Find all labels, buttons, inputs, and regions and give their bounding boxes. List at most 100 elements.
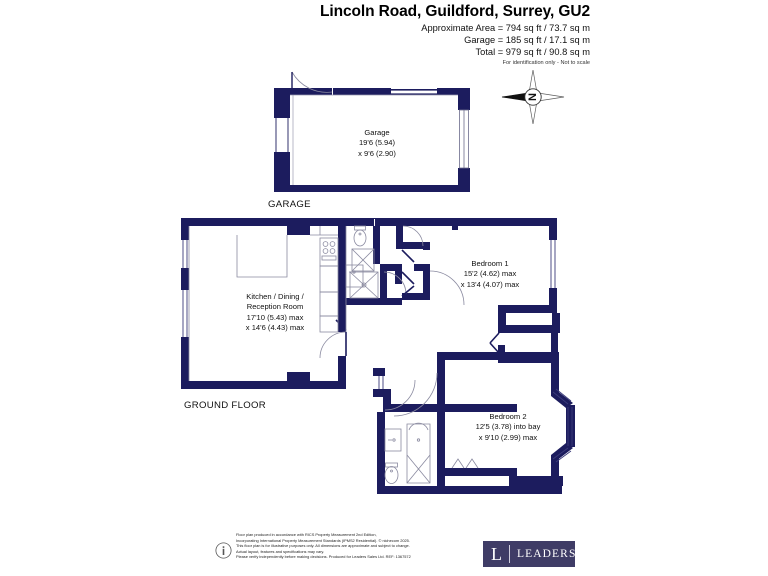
info-icon [215, 542, 232, 559]
bathroom-fittings [384, 422, 431, 484]
shower-tray-3 [349, 271, 379, 299]
gf-wall-hall-a [414, 264, 430, 271]
compass-north-letter: N [527, 93, 539, 101]
door-wc [383, 271, 407, 295]
room-label-kitchen-dining-reception: Kitchen / Dining / Reception Room 17'10 … [216, 292, 334, 334]
gf-wall-core-vert [380, 264, 387, 305]
window-group [182, 240, 573, 463]
gf-wall-b2-stub-v [383, 389, 391, 405]
room-label-garage: Garage 19'6 (5.94) x 9'6 (2.90) [330, 128, 424, 159]
room-label-bedroom-2: Bedroom 2 12'5 (3.78) into bay x 9'10 (2… [440, 412, 576, 443]
gf-wall-b2-right-upper [551, 352, 559, 396]
door-bathroom-2 [384, 379, 416, 411]
gf-wall-hall-c [402, 293, 430, 300]
gf-wall-hall-right [551, 333, 558, 363]
gf-wall-b2-top-a [445, 404, 517, 412]
footer-line-1: Floor plan produced in accordance with R… [236, 532, 377, 537]
door-leaf-hall1 [489, 332, 500, 344]
kdr-room-name-line2: Reception Room [246, 302, 304, 312]
bedroom1-dim-1: 15'2 (4.62) max [463, 269, 517, 279]
bedroom2-room-name: Bedroom 2 [489, 412, 527, 421]
gf-wall-bath-top [383, 404, 445, 412]
door-bed2 [393, 372, 438, 417]
gf-wall-top-mid [310, 218, 374, 226]
gf-wall-left-2 [181, 268, 189, 290]
leaders-logo-mark: L [491, 545, 510, 563]
garage-dim-2: x 9'6 (2.90) [358, 148, 396, 158]
bedroom1-room-name: Bedroom 1 [471, 259, 509, 268]
bath-toilet-pan [384, 466, 399, 484]
gf-wall-b1-right-step [552, 313, 560, 333]
kitchen-fittings [236, 226, 339, 333]
gf-wall-b1-step-top [498, 305, 557, 313]
gf-wall-b2-left [437, 352, 445, 410]
garage-area-text: Garage = 185 sq ft / 17.1 sq m [464, 35, 590, 45]
toilet-cistern [354, 225, 366, 231]
garage-wall-top-mid [333, 88, 391, 95]
ground-floor-section-caption: GROUND FLOOR [184, 400, 266, 411]
footer-line-2: Incorporating International Property Mea… [236, 537, 410, 543]
door-wc-top [402, 225, 424, 247]
gf-wall-top-left [181, 218, 287, 226]
gf-wall-b2-top-b [492, 352, 558, 360]
garage-wall-bottom [274, 185, 470, 192]
gf-wall-b1-step-left [498, 305, 506, 331]
bedroom2-feature [451, 458, 479, 469]
gf-wall-hall-b [423, 264, 430, 300]
gf-wall-bottom-left [181, 381, 287, 389]
bath-tub [406, 423, 431, 484]
gf-wall-right-b1-lower [549, 288, 557, 310]
garage-wall-top-right [437, 88, 470, 95]
leaders-logo: L LEADERS [483, 541, 575, 567]
kdr-dim-1: 17'10 (5.43) max [246, 312, 304, 322]
approximate-area-text: Approximate Area = 794 sq ft / 73.7 sq m [421, 23, 590, 33]
gf-wall-bottom-mid [310, 381, 346, 389]
gf-wall-core-bottom [346, 298, 402, 305]
toilet-pan [353, 229, 367, 247]
gf-wall-top-nib [287, 218, 310, 235]
shower-room-fittings [349, 271, 379, 299]
garage-wall-top-left [274, 88, 332, 95]
door-bed1 [429, 270, 465, 306]
scale-disclaimer: For identification only - Not to scale [502, 60, 590, 66]
hob-icon [321, 241, 337, 261]
door-swing-group [319, 225, 465, 417]
gf-wall-b2-stub-bot [373, 389, 385, 397]
door-leaf-a [401, 249, 415, 263]
plan-footer: Floor plan produced in accordance with R… [215, 531, 575, 576]
gf-wall-core-top-r [396, 242, 430, 249]
kitchen-island [236, 235, 288, 278]
counter-unit-3 [319, 315, 339, 333]
compass-rose-icon: N [500, 68, 566, 126]
gf-wall-bottom-nib [287, 372, 310, 389]
gf-wall-b2-right-lower [551, 455, 559, 488]
gf-wall-b2-bottom [509, 476, 563, 486]
garage-section-caption: GARAGE [268, 199, 311, 210]
bedroom2-dim-1: 12'5 (3.78) into bay [475, 422, 541, 432]
wc-fittings [345, 225, 375, 288]
bath-basin [384, 428, 402, 452]
garage-door-swing [291, 71, 333, 93]
gf-wall-b2-partition [445, 468, 517, 476]
door-leaf-hall2 [489, 342, 500, 354]
gf-wall-top-hall-a [388, 218, 400, 226]
gf-wall-core-mid [382, 264, 402, 271]
footer-line-4: Actual layout, features and specificatio… [236, 548, 325, 554]
gf-wall-core-vert3 [396, 226, 403, 248]
gf-wall-b2-top-hall [437, 352, 499, 360]
gf-wall-left-1 [181, 218, 189, 240]
hob-unit [319, 237, 339, 267]
gf-wall-kdr-right-lower [338, 356, 346, 389]
room-label-bedroom-1: Bedroom 1 15'2 (4.62) max x 13'4 (4.07) … [426, 259, 554, 290]
gf-bay-wall-right [566, 405, 575, 447]
gf-wall-b2-stub-top [373, 368, 385, 376]
gf-wall-top-wc [375, 218, 388, 226]
garage-dim-1: 19'6 (5.94) [358, 138, 396, 148]
kdr-room-name-line1: Kitchen / Dining / [246, 292, 304, 301]
bedroom1-dim-2: x 13'4 (4.07) max [460, 279, 520, 289]
gf-wall-wc-right [373, 226, 380, 264]
footer-line-5: Please verify independently before makin… [236, 554, 411, 560]
bedroom2-dim-2: x 9'10 (2.99) max [478, 432, 538, 442]
garage-room-name: Garage [364, 128, 390, 137]
